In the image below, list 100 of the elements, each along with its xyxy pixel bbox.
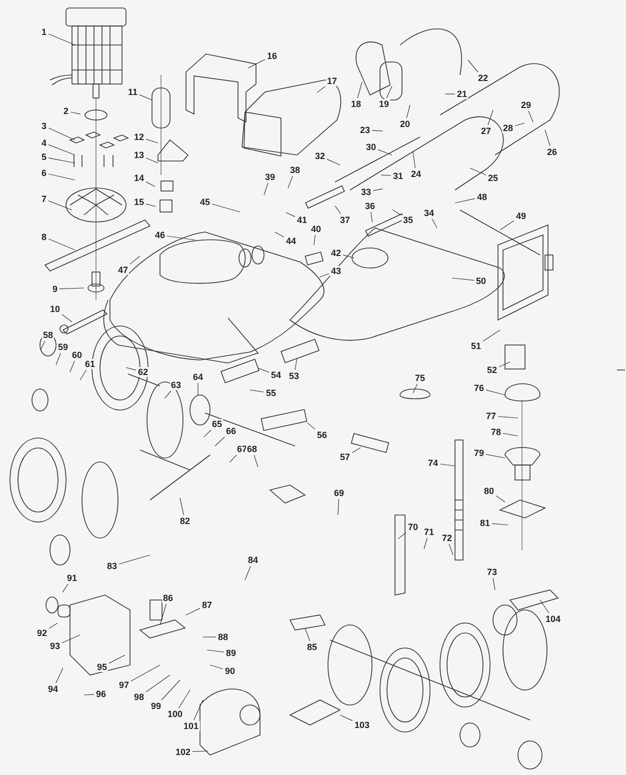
leader-line (206, 650, 224, 652)
callout-number: 41 (296, 215, 308, 225)
callout-number: 48 (476, 192, 488, 202)
leader-line (452, 278, 474, 281)
callout-number: 72 (441, 533, 454, 543)
leader-line (492, 578, 496, 590)
callout-number: 103 (354, 720, 371, 730)
callout-number: 34 (423, 208, 436, 218)
callout-number: 46 (154, 230, 166, 240)
callout-number: 37 (339, 215, 352, 225)
leader-line (492, 523, 508, 526)
callout-number: 61 (84, 359, 96, 369)
leader-line (212, 204, 240, 212)
leader-line (59, 288, 84, 290)
leader-line (62, 634, 80, 644)
leader-line (514, 122, 525, 126)
callout-number: 95 (96, 662, 108, 672)
leader-line (56, 668, 64, 684)
callout-number: 11 (127, 87, 139, 97)
leader-line (146, 204, 156, 207)
callout-number: 65 (211, 419, 224, 429)
leader-line (84, 694, 94, 696)
leader-line (372, 188, 384, 191)
leader-line (254, 454, 258, 468)
callout-number: 76 (473, 383, 486, 393)
callout-number: 40 (310, 224, 322, 234)
callout-number: 87 (201, 600, 214, 610)
callout-number: 42 (330, 248, 342, 258)
callout-number: 68 (246, 444, 258, 454)
callout-number: 47 (117, 265, 130, 275)
leader-line (500, 220, 514, 230)
leader-line (370, 212, 373, 222)
callout-number: 31 (392, 171, 404, 181)
callout-number: 78 (490, 427, 502, 437)
callout-number: 3 (40, 121, 48, 131)
leader-line (482, 330, 500, 342)
leader-line (334, 206, 342, 214)
leader-line (130, 664, 160, 682)
leader-line (498, 416, 518, 418)
callout-number: 6 (40, 168, 48, 178)
leader-line (48, 144, 76, 156)
callout-number: 43 (330, 266, 342, 276)
callout-number: 88 (217, 632, 230, 642)
leader-line (380, 174, 392, 176)
leader-line (80, 370, 87, 380)
leader-line (146, 158, 158, 164)
callout-number: 93 (49, 641, 62, 651)
callout-number: 79 (473, 448, 486, 458)
callout-number: 8 (40, 232, 48, 242)
leader-line (194, 700, 204, 720)
callout-number: 7 (40, 194, 48, 204)
callout-number: 55 (265, 388, 278, 398)
leader-line (48, 158, 76, 164)
leader-line (440, 464, 456, 466)
callout-number: 89 (225, 648, 238, 658)
leader-line (214, 436, 225, 446)
callout-number: 60 (71, 350, 84, 360)
leader-line (244, 566, 251, 580)
callout-number: 39 (264, 172, 276, 182)
leader-line (48, 174, 76, 180)
callout-number: 57 (339, 452, 352, 462)
callout-number: 70 (407, 522, 420, 532)
leader-line (139, 94, 152, 100)
callout-number: 53 (288, 371, 300, 381)
leader-line (202, 636, 216, 638)
leader-line (178, 690, 190, 708)
leader-line (544, 130, 550, 146)
leader-line (454, 198, 476, 204)
callout-number: 84 (247, 555, 260, 565)
callout-number: 52 (486, 365, 498, 375)
callout-number: 99 (150, 701, 162, 711)
leader-line (48, 238, 76, 250)
callout-number: 14 (133, 173, 146, 183)
callout-number: 91 (66, 573, 78, 583)
callout-number: 32 (314, 151, 326, 161)
leader-line (286, 212, 296, 217)
callout-number: 17 (326, 76, 338, 86)
callout-number: 73 (486, 567, 498, 577)
leader-line (486, 454, 506, 458)
callout-number: 54 (270, 370, 282, 380)
leader-line (288, 176, 293, 188)
callout-number: 64 (192, 372, 204, 382)
leader-line (432, 218, 438, 228)
leader-line (326, 158, 340, 166)
leader-line (40, 340, 46, 350)
callout-number: 62 (137, 367, 150, 377)
callout-number: 33 (360, 187, 372, 197)
leader-line (126, 367, 136, 370)
leader-line (488, 110, 494, 126)
leader-line (357, 82, 362, 98)
leader-line (307, 422, 316, 430)
callout-number: 12 (133, 132, 146, 142)
leader-line (314, 234, 316, 246)
leader-line (160, 604, 166, 626)
leader-line (108, 654, 126, 664)
callout-number: 100 (166, 709, 184, 719)
leader-line (398, 532, 406, 540)
callout-number: 23 (359, 125, 372, 135)
callout-number: 24 (410, 169, 422, 179)
leader-line (378, 149, 392, 156)
